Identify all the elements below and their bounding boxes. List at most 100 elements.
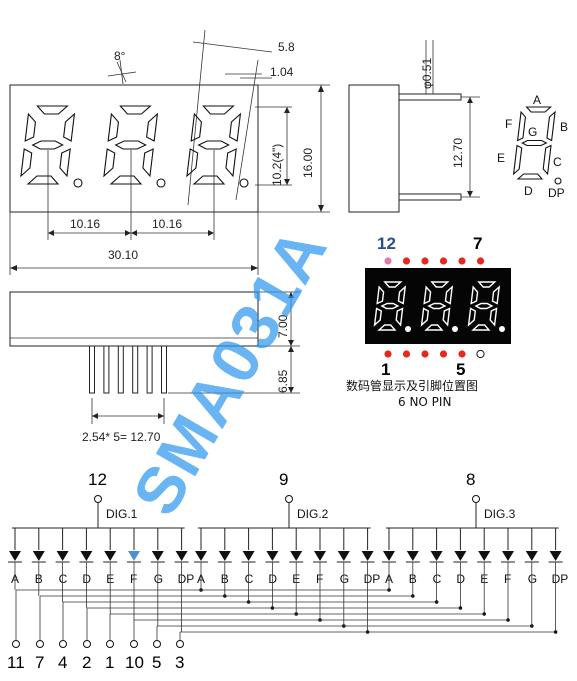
segment-a — [36, 105, 69, 115]
segment-d — [424, 324, 444, 331]
segment-terminal[interactable] — [176, 640, 184, 648]
segment-pin-number: 11 — [7, 653, 25, 672]
segment-g — [197, 140, 230, 150]
segment-f — [190, 112, 203, 142]
dim-width: 30.10 — [108, 248, 138, 262]
common-terminal-1[interactable] — [94, 495, 102, 503]
segment-g — [521, 139, 548, 147]
segment-e — [20, 148, 33, 178]
panel-digit-3 — [467, 281, 501, 331]
diode-d — [454, 551, 467, 561]
diode-c — [56, 551, 69, 561]
segment-d — [109, 175, 143, 185]
segment-legend: A B C D E F G DP — [497, 93, 568, 200]
common-terminal-3[interactable] — [472, 495, 480, 503]
diode-dp — [361, 551, 374, 561]
pin-dots-bottom — [384, 349, 485, 359]
segment-g — [427, 302, 447, 310]
segment-c — [542, 144, 552, 176]
pin-dot-bottom-5 — [458, 350, 466, 358]
legend-f: F — [505, 117, 512, 131]
segment-terminal[interactable] — [130, 640, 138, 648]
bottom-pin-6 — [161, 345, 167, 394]
segment-a — [202, 105, 235, 115]
segment-label-g: G — [154, 572, 163, 586]
segment-terminal[interactable] — [36, 640, 44, 648]
legend-b: B — [560, 120, 568, 134]
dim-pin-dia: φ0.51 — [420, 58, 434, 89]
segment-d — [192, 175, 226, 185]
dim-pin-span: 12.70 — [451, 138, 465, 168]
side-view: φ0.51 12.70 — [348, 40, 480, 213]
diode-e — [290, 551, 303, 561]
pin-dot-bottom-6 — [476, 349, 485, 359]
segment-f — [516, 110, 527, 142]
front-dp-3 — [239, 178, 249, 188]
segment-e — [420, 307, 430, 327]
pin-caption: 数码管显示及引脚位置图 — [346, 378, 478, 393]
segment-c — [489, 307, 498, 327]
diode-b — [218, 551, 231, 561]
segment-c — [442, 307, 451, 327]
segment-f — [470, 285, 479, 305]
segment-g — [31, 140, 64, 150]
segment-terminal[interactable] — [83, 640, 91, 648]
thickness-leader — [192, 41, 273, 53]
segment-label-dp: DP — [364, 572, 381, 586]
bottom-pin-4 — [132, 345, 139, 394]
diode-g — [151, 551, 164, 561]
diode-a — [9, 551, 21, 561]
junction-dot — [434, 600, 439, 604]
segment-terminal[interactable] — [59, 640, 67, 648]
segment-g — [114, 140, 147, 150]
pin-label-1: 1 — [381, 360, 390, 379]
slant-ref-2 — [235, 59, 259, 201]
pin-dot-bottom-1 — [384, 350, 392, 358]
dim-stroke: 1.04 — [270, 65, 294, 79]
pin-dot-top-4 — [439, 257, 448, 265]
segment-b — [146, 112, 159, 142]
segment-c — [142, 148, 154, 178]
segment-d — [471, 324, 491, 331]
pin-subcaption: 6 NO PIN — [398, 395, 451, 409]
segment-pin-number: 7 — [35, 653, 44, 672]
segment-terminal[interactable] — [12, 640, 20, 648]
panel-digit-2 — [420, 281, 454, 331]
pin-label-12: 12 — [377, 234, 396, 253]
segment-f — [24, 112, 37, 142]
segment-label-dp: DP — [552, 572, 569, 586]
pin-label-7: 7 — [473, 234, 482, 253]
segment-b — [229, 112, 242, 142]
panel-digits — [373, 281, 505, 332]
segment-pin-number: 5 — [152, 653, 161, 672]
segment-pin-number: 4 — [58, 653, 67, 672]
diode-d — [80, 551, 93, 561]
pitch-arrows — [48, 230, 214, 236]
diode-a — [383, 551, 395, 561]
legend-d: D — [524, 184, 533, 198]
diode-a — [195, 551, 207, 561]
common-pin-2: 9 — [279, 470, 288, 489]
slant-ref-1 — [187, 29, 206, 206]
legend-g: G — [528, 125, 537, 139]
segment-terminal[interactable] — [153, 640, 161, 648]
dim-pitch-1: 10.16 — [70, 217, 100, 231]
diode-dp — [549, 551, 562, 561]
segment-a — [477, 281, 497, 288]
segment-label-c: C — [245, 572, 254, 586]
common-terminal-2[interactable] — [285, 495, 293, 503]
segment-label-d: D — [82, 572, 91, 586]
segment-e — [512, 144, 523, 176]
dim-height: 16.00 — [301, 148, 315, 178]
legend-dp: DP — [548, 186, 565, 200]
segment-a — [430, 281, 450, 288]
segment-c — [225, 148, 237, 178]
diode-e — [104, 551, 117, 561]
common-pin-3: 8 — [466, 470, 475, 489]
segment-c — [59, 148, 71, 178]
dim-pin-len: 6.85 — [276, 369, 290, 393]
diode-f — [502, 551, 514, 561]
segment-g — [380, 302, 400, 310]
segment-terminal[interactable] — [106, 640, 114, 648]
